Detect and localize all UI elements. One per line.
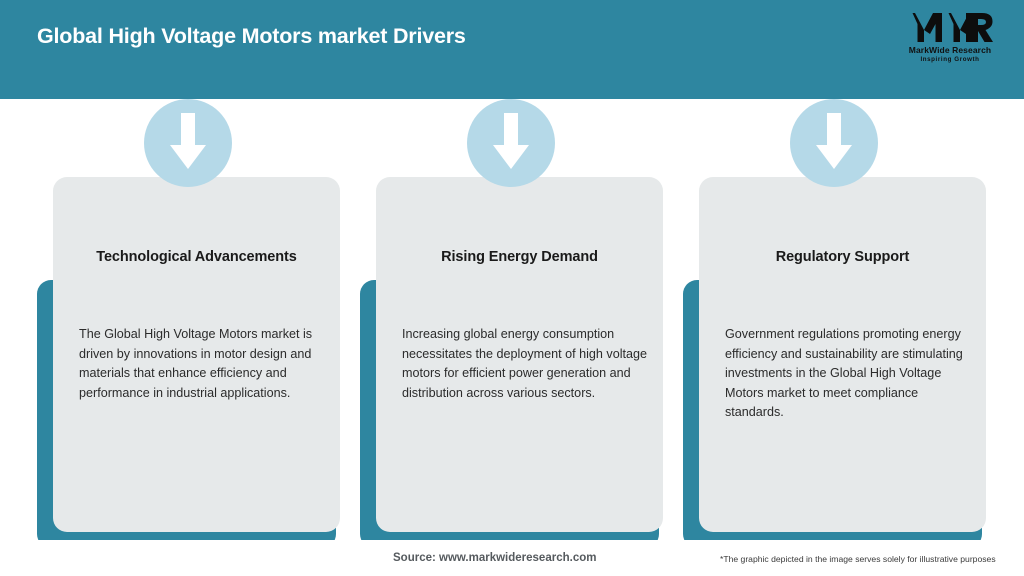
card-description: Government regulations promoting energy …: [725, 327, 963, 419]
card-panel: [376, 177, 663, 532]
card-title: Rising Energy Demand: [441, 249, 598, 265]
card-icon-badge: [790, 99, 878, 187]
card-title: Regulatory Support: [775, 249, 910, 265]
card-description: The Global High Voltage Motors market is…: [79, 327, 313, 400]
drivers-card-row: Technological Advancements The Global Hi…: [0, 99, 1024, 548]
page-title: Global High Voltage Motors market Driver…: [37, 24, 466, 48]
down-arrow-icon: [816, 113, 852, 169]
card-title: Technological Advancements: [96, 249, 297, 265]
driver-card: Technological Advancements The Global Hi…: [37, 99, 352, 548]
card-panel: [53, 177, 340, 532]
down-arrow-icon: [170, 113, 206, 169]
card-panel: [699, 177, 986, 532]
mwr-monogram-icon: [906, 13, 993, 42]
driver-card: Rising Energy Demand Increasing global e…: [360, 99, 675, 548]
page-header: Global High Voltage Motors market Driver…: [0, 0, 1024, 99]
driver-card: Regulatory Support Government regulation…: [683, 99, 998, 548]
disclaimer-note: *The graphic depicted in the image serve…: [720, 554, 996, 564]
card-icon-badge: [144, 99, 232, 187]
logo-company-name: MarkWide Research: [908, 45, 992, 55]
card-icon-badge: [467, 99, 555, 187]
markwide-research-logo: MarkWide Research Inspiring Growth: [898, 10, 1002, 72]
card-description: Increasing global energy consumption nec…: [402, 327, 648, 400]
page-footer: Source: www.markwideresearch.com *The gr…: [0, 540, 1024, 576]
down-arrow-icon: [493, 113, 529, 169]
logo-tagline: Inspiring Growth: [920, 56, 980, 63]
source-label: Source: www.markwideresearch.com: [393, 552, 597, 564]
